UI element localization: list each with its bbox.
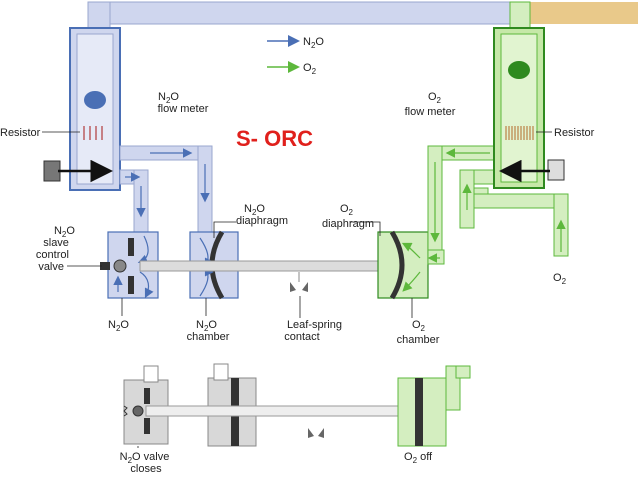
diagram-title: S- ORC <box>236 126 313 151</box>
lower-diagram <box>123 363 471 447</box>
leaf-spring-label: Leaf-spring contact <box>284 319 345 343</box>
n2o-needle-knob[interactable] <box>43 160 61 182</box>
o2-diaphragm-label: O2 diaphragm <box>322 203 374 230</box>
n2o-resistor <box>83 126 103 140</box>
n2o-inlet-label: N2O <box>108 319 129 333</box>
o2-needle-knob[interactable] <box>547 159 565 181</box>
legend-o2-label: O2 <box>303 62 317 76</box>
resistor-left-label: Resistor <box>0 127 41 139</box>
n2o-float <box>84 91 106 109</box>
o2-float <box>508 61 530 79</box>
n2o-flow-meter <box>43 27 121 191</box>
n2o-diaphragm-label: N2O diaphragm <box>236 203 288 227</box>
n2o-slave-valve-label: N2O slave control valve <box>36 225 78 273</box>
top-supply-pipe <box>87 1 638 33</box>
n2o-tubing <box>119 145 213 233</box>
o2-diaphragm <box>389 230 405 300</box>
o2-flow-meter <box>493 27 565 189</box>
leaf-spring-contact <box>290 272 308 292</box>
n2o-valve-closes-label: N2O valve closes <box>120 451 173 475</box>
o2-flow-arrows <box>427 148 566 263</box>
o2-inlet-label: O2 <box>553 272 567 286</box>
resistor-right-label: Resistor <box>554 127 595 139</box>
o2-chamber-label: O2 chamber <box>397 319 440 346</box>
o2-flow-meter-label: O2 flow meter <box>405 91 456 118</box>
legend-n2o-label: N2O <box>303 36 324 50</box>
n2o-chamber-label: N2O chamber <box>187 319 230 343</box>
n2o-flow-arrows <box>125 148 210 218</box>
o2-resistor <box>505 126 534 140</box>
o2-off-label: O2 off <box>404 451 433 465</box>
n2o-flow-meter-label: N2O flow meter <box>158 91 209 115</box>
o2-chamber <box>377 230 429 300</box>
legend: N2O O2 <box>267 35 324 76</box>
connecting-rod <box>139 260 401 272</box>
